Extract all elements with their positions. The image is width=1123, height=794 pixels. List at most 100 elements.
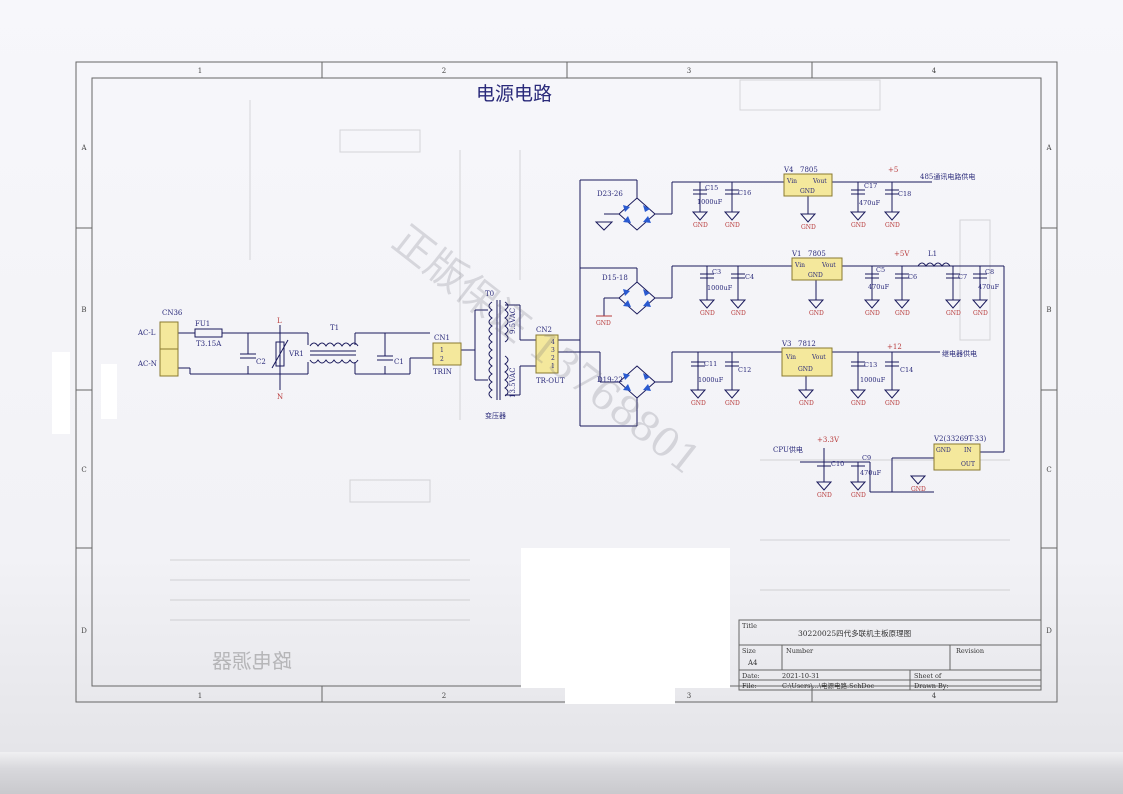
- tb-date-value: 2021-10-31: [782, 672, 819, 680]
- t0-secondary-coil-1: [504, 301, 509, 343]
- v3-vin: Vin: [785, 354, 796, 361]
- gnd-label: GND: [817, 492, 832, 499]
- v4-part: 7805: [800, 166, 818, 174]
- c17-value: 470uF: [859, 199, 881, 207]
- zone-row-a-right: A: [1045, 144, 1052, 152]
- electrolytic-capacitor-symbol: [851, 461, 865, 467]
- gnd-label: GND: [801, 224, 816, 231]
- mirrored-stamp: 路电源器: [212, 649, 292, 673]
- tb-revision-label: Revision: [956, 647, 984, 655]
- line-l-label: L: [277, 317, 282, 325]
- c8-label: C8: [985, 268, 994, 276]
- capacitor-symbol: [895, 273, 909, 279]
- redaction-left-2: [101, 364, 117, 419]
- ground-symbol: GND: [729, 299, 747, 317]
- gnd-label: GND: [691, 400, 706, 407]
- gnd-label: GND: [885, 222, 900, 229]
- gnd-label: GND: [946, 310, 961, 317]
- v3-part: 7812: [798, 340, 816, 348]
- c9-label: C9: [862, 454, 871, 462]
- cn2-pin3: 3: [551, 347, 555, 354]
- gnd-label: GND: [851, 222, 866, 229]
- v4-regulator: [783, 173, 833, 197]
- line-n-label: N: [277, 393, 283, 401]
- tr-out-label: TR-OUT: [536, 377, 565, 385]
- secondary-9v-label: 9.5VAC: [509, 308, 517, 334]
- ground-symbol: GND: [807, 299, 825, 317]
- v1-vin: Vin: [794, 262, 805, 269]
- capacitor-symbol: [731, 273, 745, 279]
- v1-regulator: [791, 257, 843, 281]
- zone-col-3-bottom: 3: [687, 692, 691, 700]
- zone-col-1-bottom: 1: [198, 692, 202, 700]
- ac-n-label: AC-N: [137, 360, 157, 368]
- tb-sheet-label: Sheet of: [914, 672, 942, 680]
- rail-plus5-top: +5: [888, 166, 898, 174]
- zone-col-2-bottom: 2: [442, 692, 446, 700]
- c11-value: 1000uF: [698, 376, 724, 384]
- bridge-d15-18: [618, 281, 656, 315]
- v3-vout: Vout: [811, 354, 826, 361]
- gnd-label: GND: [895, 310, 910, 317]
- c6-label: C6: [908, 273, 917, 281]
- zone-row-c-right: C: [1046, 466, 1051, 474]
- c13-value: 1000uF: [860, 376, 886, 384]
- t0-label: T0: [485, 290, 494, 298]
- t0-primary-coil: [488, 301, 493, 399]
- fu1-value: T3.15A: [196, 340, 222, 348]
- fu1-label: FU1: [195, 320, 210, 328]
- tb-file-value: C:\Users\...\电源电路.SchDoc: [782, 681, 875, 690]
- v4-vout: Vout: [812, 178, 827, 185]
- d19-label: D19-22: [597, 376, 623, 384]
- cn1-connector: [432, 342, 462, 366]
- zone-row-a: A: [80, 144, 87, 152]
- zone-row-d: D: [81, 627, 87, 635]
- gnd-label: GND: [731, 310, 746, 317]
- c15-label: C15: [705, 184, 718, 192]
- bridge-rectifiers: D23-26 D15-18 D19-22 GND: [594, 190, 656, 399]
- ac-l-label: AC-L: [137, 329, 156, 337]
- c2-label: C2: [256, 358, 266, 366]
- capacitor-symbol: [885, 189, 899, 195]
- v4-label: V4: [783, 166, 794, 174]
- ground-symbol: GND: [698, 299, 716, 317]
- c4-label: C4: [745, 273, 754, 281]
- ground-symbol: GND: [849, 481, 867, 499]
- ground-symbol: GND: [944, 299, 962, 317]
- c17-label: C17: [864, 182, 877, 190]
- cpu-supply-label: CPU供电: [773, 445, 803, 454]
- zone-col-4: 4: [932, 67, 937, 75]
- rail-labels: +5 485通讯电路供电 +5V L1 +12 继电器供电 CPU供电 +3.3…: [773, 166, 977, 454]
- varistor-symbol: [275, 341, 285, 367]
- c12-label: C12: [738, 366, 751, 374]
- ground-symbol: GND: [815, 481, 833, 499]
- v1-part: 7805: [808, 250, 826, 258]
- zone-markers: 1 2 3 4 1 2 3 4 A B C D A B C D: [80, 67, 1052, 700]
- electrolytic-capacitor-symbol: [851, 361, 865, 367]
- title-block: [738, 619, 1042, 691]
- regulators: V4 7805 Vin Vout GND V1 7805 Vin Vout GN…: [781, 166, 987, 471]
- transformer-section: CN1 1 2 TRIN T0 9.5VAC 13.5VAC 变压器 CN2 4…: [432, 290, 565, 420]
- gnd-label: GND: [693, 222, 708, 229]
- electrolytic-capacitor-symbol: [691, 361, 705, 367]
- fuse-symbol: [194, 328, 223, 338]
- rail-plus3v3: +3.3V: [817, 436, 840, 444]
- tb-file-label: File:: [742, 682, 757, 690]
- relay-supply-label: 继电器供电: [942, 349, 977, 358]
- cn1-pin1: 1: [440, 347, 444, 354]
- zone-row-c: C: [81, 466, 86, 474]
- ground-symbols: GND GND GND GND GND GND GND GND GND GND GND GND GND G…: [689, 211, 989, 499]
- gnd-label: GND: [700, 310, 715, 317]
- bridge1-ground: [594, 221, 614, 231]
- ground-symbol: GND: [689, 389, 707, 407]
- electrolytic-capacitor-symbol: [700, 273, 714, 279]
- electrolytic-capacitor-symbol: [693, 189, 707, 195]
- cn2-pin1: 1: [551, 363, 555, 370]
- zone-col-4-bottom: 4: [932, 692, 937, 700]
- ground-symbol: GND: [797, 389, 815, 407]
- gnd-label: GND: [851, 400, 866, 407]
- capacitors: [691, 189, 987, 467]
- ground-symbol: GND: [799, 213, 817, 231]
- ground-symbol: GND: [723, 389, 741, 407]
